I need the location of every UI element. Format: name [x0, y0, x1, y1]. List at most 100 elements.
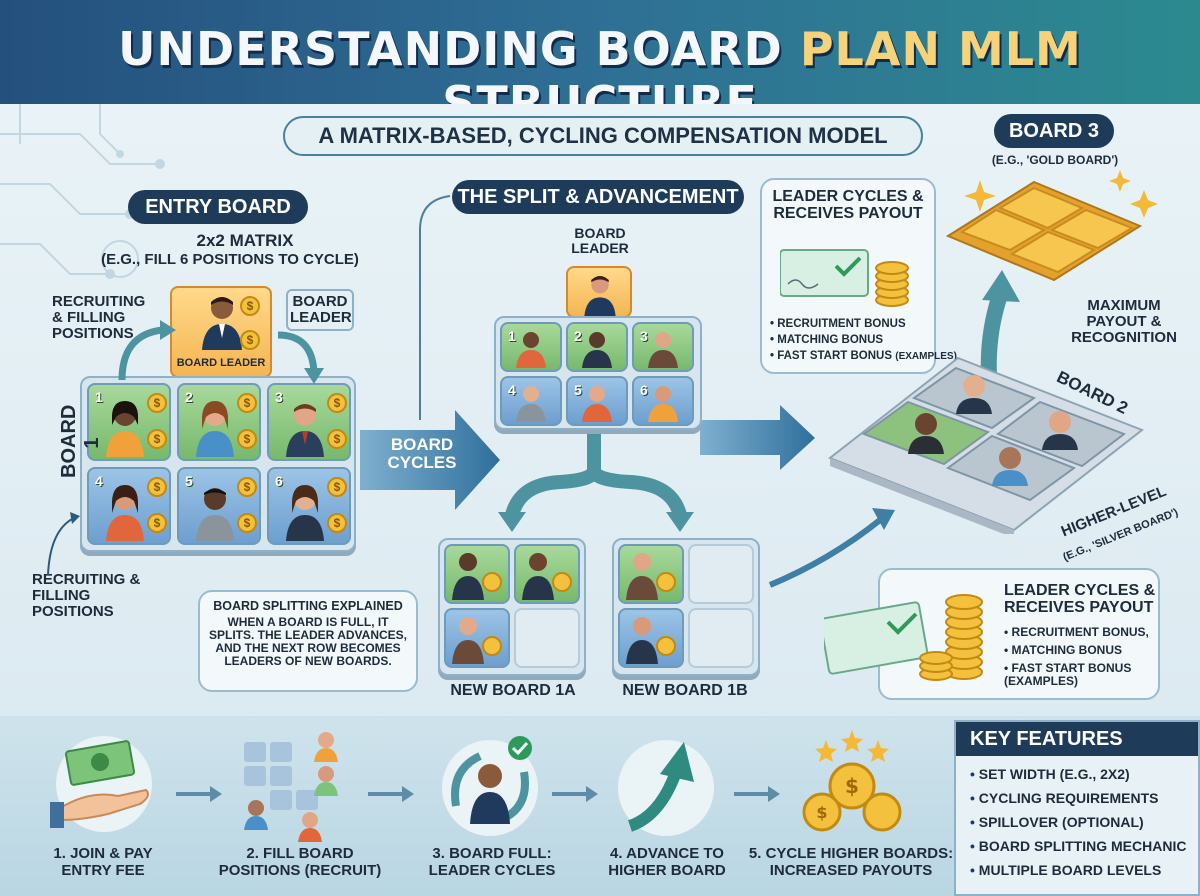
board-1: 1 $ $ 2 $$ 3 $$ 4 $ $ 5 $ $ 6 $ $ [80, 376, 356, 552]
cheque-and-coins-icon [824, 594, 983, 681]
silver-board-icon [828, 356, 1144, 534]
step-5-line-2: INCREASED PAYOUTS [769, 861, 933, 879]
step-1-line-1: 1. JOIN & PAY [53, 845, 153, 862]
coin-icon: $ [147, 429, 167, 449]
leader-person-icon [202, 297, 242, 350]
key-features-panel: KEY FEATURES SET WIDTH (E.G., 2X2) CYCLI… [954, 720, 1200, 896]
position-number: 3 [640, 328, 648, 344]
step-4-line-2: HIGHER BOARD [608, 861, 726, 879]
payout-top-item-2: • MATCHING BONUS [770, 334, 884, 346]
coin-icon: $ [147, 393, 167, 413]
position-number: 1 [95, 389, 103, 405]
coin-icon: $ [240, 330, 260, 350]
payout-bottom-item-2: • MATCHING BONUS [1004, 643, 1122, 657]
board-1-position-2: 2 $$ [177, 383, 261, 461]
hand-cash-icon [50, 736, 152, 832]
coin-icon: $ [327, 429, 347, 449]
svg-text:$: $ [845, 774, 859, 798]
person-icon [106, 401, 144, 457]
board-3-label: BOARD 3 [994, 114, 1114, 148]
step-2-line-2: POSITIONS (RECRUIT) [218, 861, 382, 879]
coins-stars-icon: $ $ [802, 730, 902, 832]
position-number: 3 [275, 389, 283, 405]
board-1a-empty-position [514, 608, 580, 668]
person-icon [286, 485, 324, 541]
step-3-line-2: LEADER CYCLES [428, 861, 556, 879]
board-leader-cell-label: BOARD LEADER [176, 357, 266, 369]
header-banner: UNDERSTANDING BOARD PLAN MLM STRUCTURE [0, 0, 1200, 130]
new-board-people-icon [452, 553, 676, 664]
position-number: 6 [275, 473, 283, 489]
step-5: 5. CYCLE HIGHER BOARDS:INCREASED PAYOUTS [748, 845, 954, 880]
payout-item: FAST START BONUS [777, 350, 893, 362]
gold-board-icon [945, 180, 1143, 282]
board-1-position-6: 6 $ $ [267, 467, 351, 545]
matrix-line-2: (E.G., FILL 6 POSITIONS TO CYCLE) [101, 251, 359, 268]
position-number: 2 [574, 328, 582, 344]
person-icon [106, 485, 144, 541]
step-1-line-2: ENTRY FEE [61, 861, 145, 879]
split-label: THE SPLIT & ADVANCEMENT [452, 180, 744, 214]
split-position-6: 6 [632, 376, 694, 426]
board-1b-empty-position [688, 544, 754, 604]
payout-item: MATCHING BONUS [1011, 643, 1122, 657]
new-board-1a [438, 538, 586, 676]
payout-bottom-item-3: • FAST START BONUS (EXAMPLES) [1004, 661, 1132, 688]
key-feature-item: MULTIPLE BOARD LEVELS [970, 858, 1186, 882]
title-part-1: UNDERSTANDING BOARD [118, 22, 800, 76]
key-features-title: KEY FEATURES [956, 722, 1198, 756]
new-board-1b-label: NEW BOARD 1B [622, 682, 748, 699]
board-1-position-3: 3 $$ [267, 383, 351, 461]
coin-icon: $ [237, 477, 257, 497]
payout-bottom-title: LEADER CYCLES & RECEIVES PAYOUT [1004, 582, 1156, 617]
new-board-1a-label: NEW BOARD 1A [450, 682, 576, 699]
position-number: 2 [185, 389, 193, 405]
step-4-line-1: 4. ADVANCE TO [610, 845, 724, 862]
board-cycles-label: BOARD CYCLES [387, 435, 457, 473]
explain-title: BOARD SPLITTING EXPLAINED [213, 599, 403, 613]
payout-item: RECRUITMENT BONUS [777, 318, 906, 330]
entry-board-label: ENTRY BOARD [128, 190, 308, 224]
payout-top-item-3: • FAST START BONUS (EXAMPLES) [770, 350, 957, 362]
coin-icon: $ [237, 513, 257, 533]
board-1-position-5: 5 $ $ [177, 467, 261, 545]
position-number: 6 [640, 382, 648, 398]
split-people-icon [516, 332, 678, 422]
person-icon [584, 275, 616, 318]
key-feature-item: BOARD SPLITTING MECHANIC [970, 834, 1187, 858]
explain-body: WHEN A BOARD IS FULL, IT SPLITS. THE LEA… [208, 615, 408, 668]
title-highlight: PLAN MLM [799, 22, 1082, 76]
key-features-list: SET WIDTH (E.G., 2X2) CYCLING REQUIREMEN… [970, 762, 1187, 882]
cheque-and-coins-icon [780, 249, 909, 307]
key-feature-item: CYCLING REQUIREMENTS [970, 786, 1186, 810]
split-leader-cell [566, 266, 632, 318]
coin-icon: $ [240, 296, 260, 316]
position-number: 5 [574, 382, 582, 398]
board-1b-empty-position [688, 608, 754, 668]
payout-item: MATCHING BONUS [777, 334, 884, 346]
person-icon [286, 404, 324, 457]
board-splitting-explanation: BOARD SPLITTING EXPLAINED WHEN A BOARD I… [198, 590, 418, 692]
position-number: 4 [95, 473, 103, 489]
subtitle-pill: A MATRIX-BASED, CYCLING COMPENSATION MOD… [283, 116, 923, 156]
board-3-example: (E.G., 'GOLD BOARD') [991, 153, 1119, 167]
recruit-top-text: RECRUITING & FILLING POSITIONS [52, 293, 146, 343]
matrix-line-1: 2x2 MATRIX [196, 231, 294, 250]
key-feature-item: SPILLOVER (OPTIONAL) [970, 810, 1186, 834]
coin-icon: $ [327, 513, 347, 533]
payout-bottom-item-1: • RECRUITMENT BONUS, [1004, 625, 1149, 639]
position-number: 1 [508, 328, 516, 344]
coin-icon: $ [327, 477, 347, 497]
payout-suffix: (EXAMPLES) [895, 351, 957, 362]
coin-icon: $ [147, 477, 167, 497]
svg-text:$: $ [816, 803, 827, 822]
step-3: 3. BOARD FULL:LEADER CYCLES [412, 845, 572, 880]
recruit-bottom-text: RECRUITING & FILLING POSITIONS [32, 571, 141, 621]
step-3-line-1: 3. BOARD FULL: [432, 845, 552, 862]
payout-top-title: LEADER CYCLES & RECEIVES PAYOUT [772, 188, 924, 223]
position-number: 5 [185, 473, 193, 489]
payout-bubble-bottom: LEADER CYCLES & RECEIVES PAYOUT • RECRUI… [824, 568, 1160, 700]
grid-people-icon [244, 732, 338, 842]
